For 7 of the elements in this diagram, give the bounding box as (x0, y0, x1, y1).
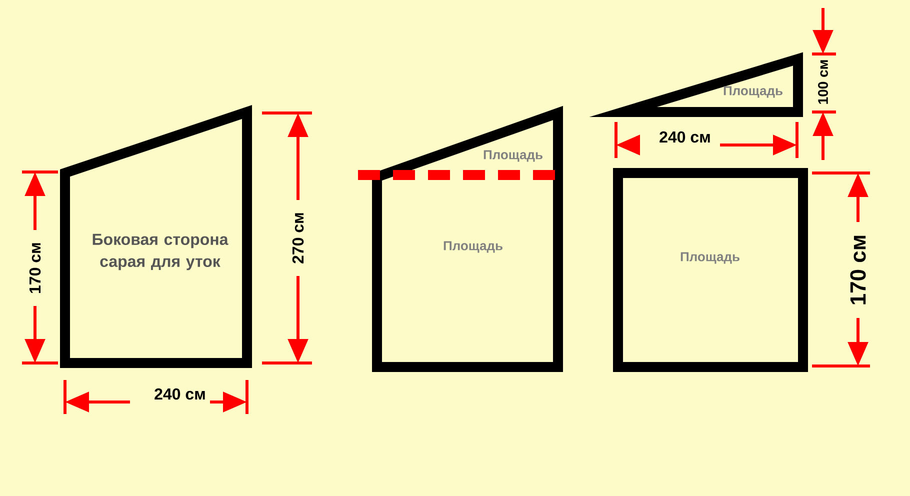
dimension-label: 170 см (29, 243, 41, 293)
dimension-label: 100 см (818, 60, 828, 104)
dimension-label: 240 см (660, 131, 710, 143)
dimension-label: 240 см (154, 388, 205, 400)
floor-square: Площадь (613, 168, 808, 372)
dimension-label: 270 см (292, 213, 304, 264)
dimension-label: 170 см (850, 236, 866, 304)
